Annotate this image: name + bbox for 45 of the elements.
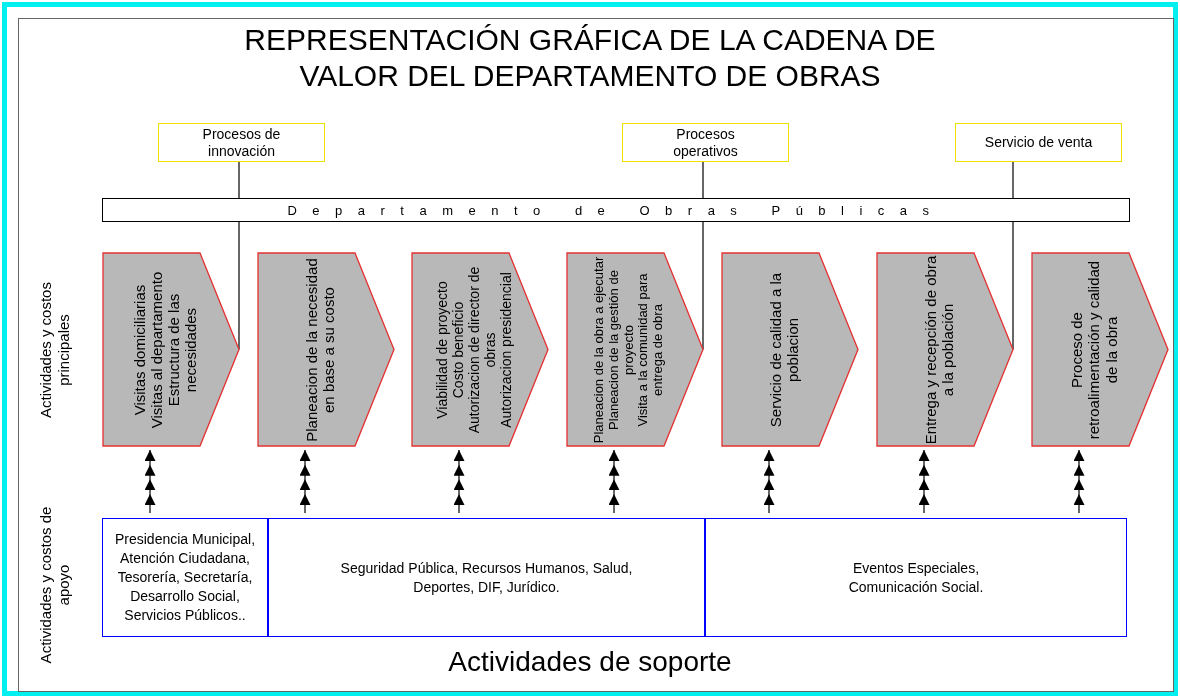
multi-arrow: [1074, 449, 1085, 514]
support-text: Seguridad Pública, Recursos Humanos, Salud, Deportes, DIF, Jurídico.: [339, 558, 634, 597]
process-text: Planeacion de la obra a ejecutar: [590, 256, 606, 443]
process-step-shape: [257, 252, 395, 447]
callout-box: [158, 123, 325, 162]
process-text: Estructura de las necesidades: [164, 293, 199, 408]
process-text: Servicio de calidad a la poblacion: [765, 271, 801, 429]
process-text: Planeacion de la necesidad en base a su costo: [301, 256, 337, 444]
multi-arrow: [145, 449, 156, 514]
process-step-shape: [102, 252, 240, 447]
process-text: Planeacion de la gestión de proyecto: [605, 269, 636, 432]
process-step-shape: [566, 252, 704, 447]
process-text: Autorizacion de director de obras: [464, 265, 498, 435]
process-step-shape: [876, 252, 1014, 447]
callout-box: [955, 123, 1122, 162]
process-text: Viabilidad de proyecto: [432, 280, 449, 419]
process-text: Autorizacion presidencial: [497, 271, 514, 428]
callout-text: Procesos operativos: [672, 125, 739, 160]
support-panel: [268, 518, 705, 637]
row-label: Actividades y costos de apoyo: [36, 505, 73, 666]
section-heading: Actividades de soporte: [447, 645, 733, 679]
process-step-shape: [721, 252, 859, 447]
callout-text: Servicio de venta: [983, 134, 1094, 151]
process-text: Visita a la comunidad para entrega de obra: [635, 272, 666, 429]
callout-box: [622, 123, 789, 162]
multi-arrow: [300, 449, 311, 514]
process-text: Entrega y recepción de obra a la población: [920, 254, 956, 446]
process-text: Proceso de retroalimentación y calidad de la obra: [1067, 259, 1119, 441]
process-step-shape: [1031, 252, 1169, 447]
process-step-shape: [411, 252, 549, 447]
callout-text: Procesos de innovación: [201, 125, 282, 160]
process-text: Visitas al departamento: [146, 271, 164, 428]
multi-arrow: [609, 449, 620, 514]
band-label: Departamento de Obras Públicas: [287, 202, 945, 218]
row-label: Actividades y costos principales: [36, 281, 73, 420]
support-panel: [102, 518, 268, 637]
department-band: [102, 198, 1130, 222]
support-panel: [705, 518, 1127, 637]
multi-arrow: [454, 449, 465, 514]
multi-arrow: [764, 449, 775, 514]
multi-arrow: [919, 449, 930, 514]
support-text: Eventos Especiales, Comunicación Social.: [847, 558, 985, 597]
support-text: Presidencia Municipal, Atención Ciudadana, Tesorería, Secretaría, Desarrollo Social, Servicios Públicos..: [113, 530, 257, 625]
title: REPRESENTACIÓN GRÁFICA DE LA CADENA DE VALOR DEL DEPARTAMENTO DE OBRAS: [243, 22, 937, 94]
process-text: Visitas domiciliarias: [129, 284, 147, 415]
